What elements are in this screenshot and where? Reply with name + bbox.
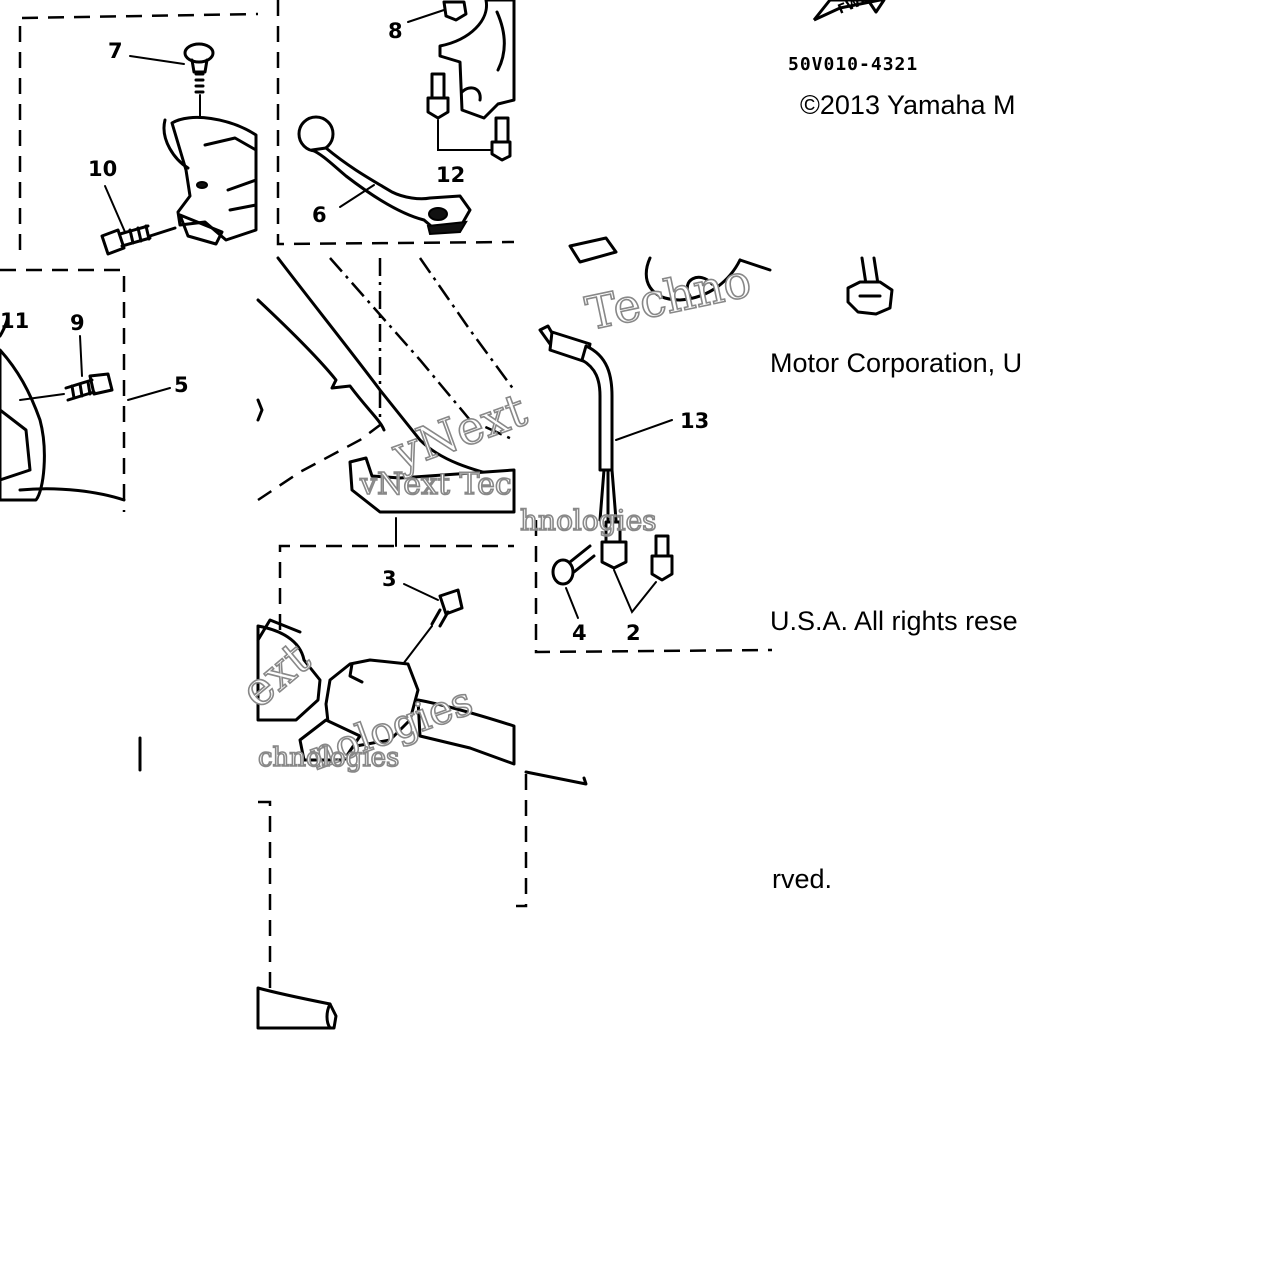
copyright-line-1: ©2013 Yamaha M [800,90,1016,120]
watermark-7: chnologies [258,743,399,773]
watermark-2: yNext [384,382,533,480]
watermark-4: hnologies [520,504,657,537]
screw-4 [551,544,596,586]
screw-9 [64,372,114,402]
callout-9: 9 [70,311,85,335]
tile-master-cylinder: 3 [256,517,516,766]
callout-6: 6 [312,203,327,227]
tile-lever-bracket: 7 10 [18,12,259,256]
bolt-3 [430,588,464,628]
copyright-line-3: U.S.A. All rights rese [770,606,1018,636]
tile-clutch-lever: 8 12 6 [276,0,516,246]
callout-7: 7 [108,39,123,63]
tile-copyright-3: U.S.A. All rights rese [770,606,1018,636]
bolt-12b [490,116,512,162]
tile-handlebar-end [524,770,588,786]
callout-12: 12 [436,163,465,187]
copyright-line-2: Motor Corporation, U [770,348,1022,378]
callout-5: 5 [174,373,189,397]
callout-8: 8 [388,19,403,43]
tile-drawing-label: FWD 50V010-4321 ©2013 Yamaha M [788,0,1016,120]
watermark-3: vNext Tec [359,467,512,502]
watermark-1: Techno [581,253,756,341]
tile-lower-center [256,774,528,1030]
fwd-arrow-icon: FWD [812,0,886,22]
screw-2a [600,520,628,570]
callout-3: 3 [382,567,397,591]
callout-11: 11 [0,309,29,333]
copyright-line-4: rved. [772,864,832,894]
tile-copyright-4: rved. [772,864,832,894]
tile-screws-2-4: 4 2 [534,520,773,654]
tile-connector: Motor Corporation, U [770,256,1022,378]
tile-switch-5: 11 9 5 [0,268,189,512]
tile-cable-13: 13 [538,236,772,522]
cable-13 [538,324,618,522]
screw-2b [650,534,674,582]
tile-frame [256,256,516,514]
lever-6 [297,115,472,236]
nut-8 [442,0,468,22]
callout-2: 2 [626,621,641,645]
callout-10: 10 [88,157,117,181]
callout-13: 13 [680,409,709,433]
bolt-12a [426,72,450,120]
callout-4: 4 [572,621,587,645]
bolt-10 [100,224,152,256]
drawing-code: 50V010-4321 [788,54,918,75]
bolt-7 [183,42,215,94]
fwd-label: FWD [836,0,873,18]
